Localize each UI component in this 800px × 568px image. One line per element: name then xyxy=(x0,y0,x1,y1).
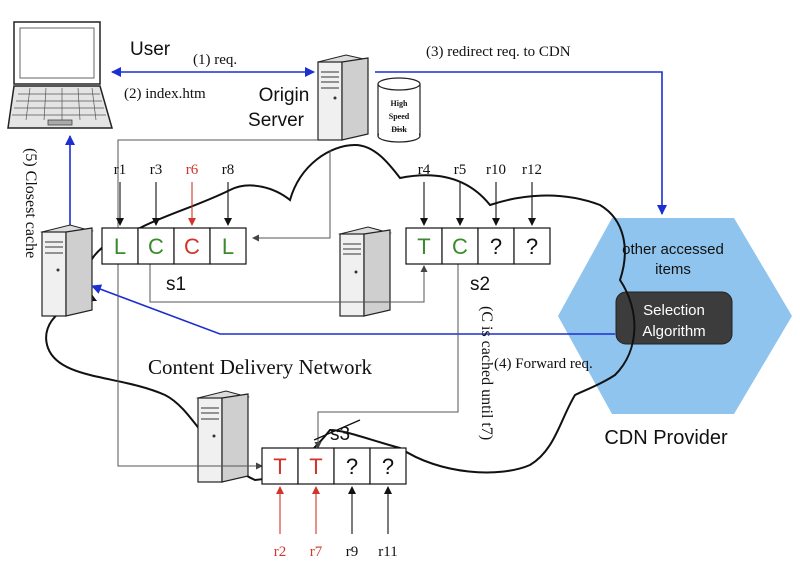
cache-cell xyxy=(369,447,407,485)
user-label: User xyxy=(130,39,171,60)
disk-label-2: Speed xyxy=(389,112,410,121)
cache-cell-value: C xyxy=(452,234,468,259)
cache-cell-value: L xyxy=(222,234,234,259)
request-label: r2 xyxy=(274,544,287,560)
cache-cell-value: ? xyxy=(382,454,394,479)
redirect-label: (3) redirect req. to CDN xyxy=(426,44,571,60)
origin-to-s1-line xyxy=(117,139,318,228)
disk-label-3: Disk xyxy=(391,125,407,134)
other-items-label-1: other accessed xyxy=(622,241,724,258)
cache-cell-value: T xyxy=(309,454,322,479)
cache-cell-value: ? xyxy=(526,234,538,259)
laptop-icon xyxy=(7,21,113,129)
s1-to-server-line xyxy=(117,264,263,470)
s2-label: s2 xyxy=(470,274,490,295)
origin-label-1: Origin xyxy=(259,85,310,106)
cache-cell-value: C xyxy=(148,234,164,259)
s3-strike xyxy=(313,419,361,441)
origin-label-2: Server xyxy=(248,110,305,131)
origin-to-s1-line xyxy=(252,150,331,242)
cdn-label: Content Delivery Network xyxy=(148,355,372,379)
cache-cell xyxy=(513,227,551,265)
request-label: r3 xyxy=(150,162,163,178)
selection-label-2: Algorithm xyxy=(642,323,705,340)
server-icon xyxy=(317,54,369,141)
request-label: r5 xyxy=(454,162,467,178)
cdn-provider-label: CDN Provider xyxy=(604,427,728,449)
cache-cell xyxy=(101,227,139,265)
request-label: r11 xyxy=(378,544,397,560)
request-label: r1 xyxy=(114,162,127,178)
s2-to-s3-line xyxy=(314,264,459,449)
request-label: r7 xyxy=(310,544,323,560)
request-label: r9 xyxy=(346,544,359,560)
request-label: r10 xyxy=(486,162,506,178)
other-items-label-2: items xyxy=(655,261,691,278)
s3-label: s3 xyxy=(330,424,350,445)
cache-cell-value: L xyxy=(114,234,126,259)
request-label: r12 xyxy=(522,162,542,178)
server-icon xyxy=(196,390,250,483)
cache-cell xyxy=(297,447,335,485)
s1-to-s2-line xyxy=(149,264,428,303)
cache-cell xyxy=(209,227,247,265)
redirect-arrow xyxy=(375,71,667,215)
forward-label: (4) Forward req. xyxy=(494,356,593,372)
cache-cell-value: ? xyxy=(346,454,358,479)
disk-label-1: High xyxy=(391,99,408,108)
request-label: r6 xyxy=(186,162,199,178)
cache-cell xyxy=(441,227,479,265)
cache-cell-value: ? xyxy=(490,234,502,259)
request-label: r4 xyxy=(418,162,431,178)
s1-label: s1 xyxy=(166,274,186,295)
server-icon xyxy=(338,226,392,317)
cache-block-s3: Tr2 Tr7? r9? r11 xyxy=(261,447,407,560)
selection-algorithm-box xyxy=(615,291,733,345)
disk-icon xyxy=(377,77,421,143)
req-label: (1) req. xyxy=(193,52,237,68)
cache-cell-value: T xyxy=(417,234,430,259)
index-label: (2) index.htm xyxy=(124,86,206,102)
cache-cell-value: C xyxy=(184,234,200,259)
selection-label-1: Selection xyxy=(643,302,705,319)
cached-note-label: (C is cached until t7) xyxy=(478,306,495,440)
cache-cell xyxy=(477,227,515,265)
cache-cell xyxy=(261,447,299,485)
server-icon xyxy=(40,224,94,317)
closest-cache-label: (5) Closest cache xyxy=(22,148,39,258)
cache-cell xyxy=(173,227,211,265)
selection-to-cache-arrow xyxy=(91,284,615,335)
request-label: r8 xyxy=(222,162,235,178)
cache-cell-value: T xyxy=(273,454,286,479)
